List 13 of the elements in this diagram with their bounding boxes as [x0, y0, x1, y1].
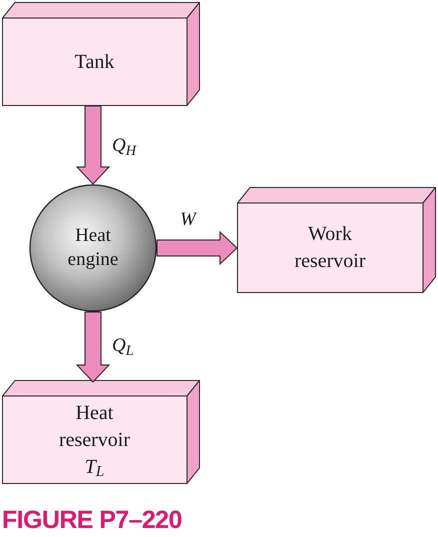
edge-label: W — [180, 209, 196, 231]
block-arrow — [76, 106, 110, 185]
node-label: Tank — [74, 50, 114, 74]
edge-label: Q$_{H}$ — [112, 135, 136, 157]
figure-caption: FIGURE P7–220 — [2, 506, 182, 534]
block-arrow — [156, 230, 238, 266]
node-label: Heat engine — [66, 224, 120, 272]
node-label: Work reservoir — [293, 222, 367, 274]
node-label: T$_{L}$ — [84, 454, 104, 480]
block-arrow — [76, 312, 110, 383]
sphere-shape — [29, 184, 157, 312]
node-label: Heat reservoir — [58, 400, 132, 452]
edge-label: Q$_{L}$ — [112, 335, 134, 357]
